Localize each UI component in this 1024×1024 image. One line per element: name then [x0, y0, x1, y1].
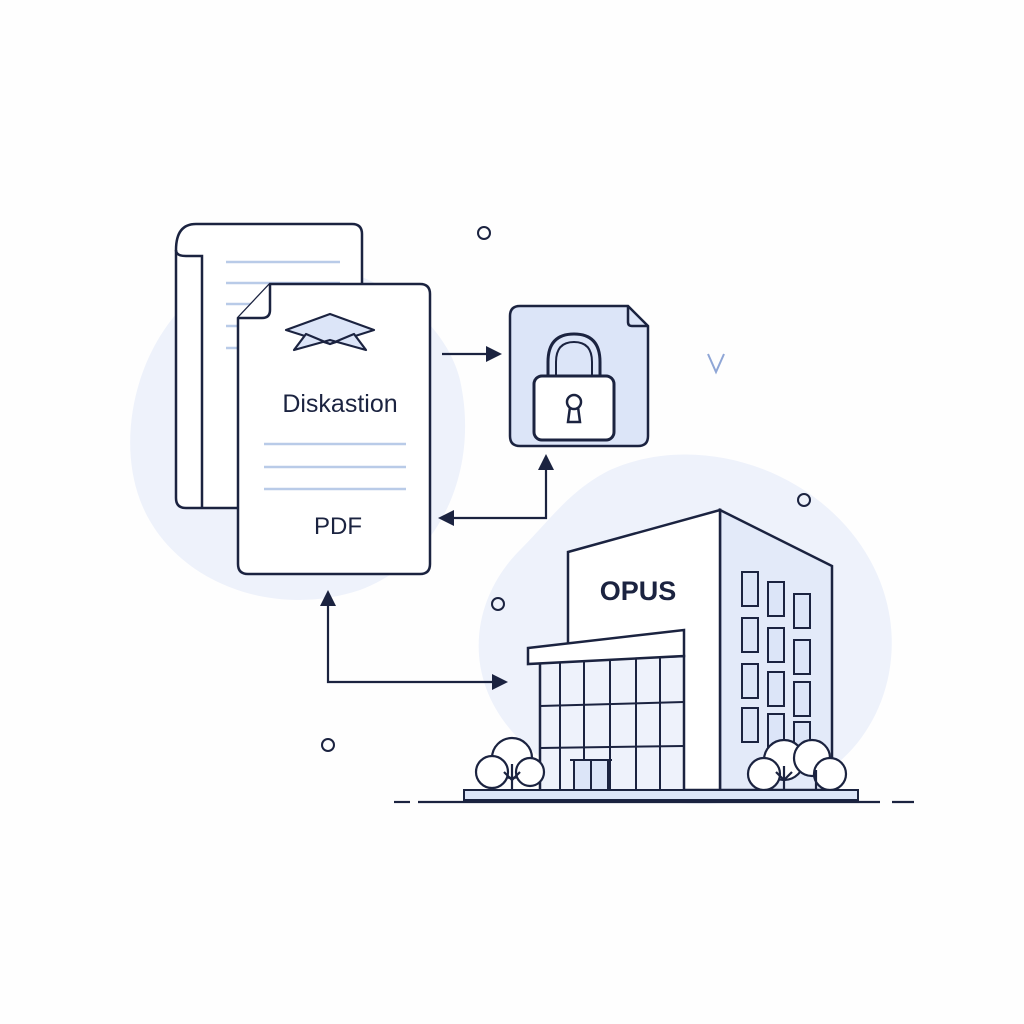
document-title: Diskastion — [282, 390, 397, 418]
dot — [321, 738, 335, 752]
dot — [797, 493, 811, 507]
arrowhead-right-icon — [492, 674, 508, 690]
front-document: Diskastion PDF — [236, 282, 432, 576]
arrowhead-left-icon — [438, 510, 454, 526]
secure-file-tile — [508, 304, 650, 448]
arrow-heads — [320, 346, 554, 690]
building-sign: OPUS — [600, 576, 677, 606]
front-annex — [526, 628, 686, 794]
arrowhead-right-icon — [486, 346, 502, 362]
padlock-icon — [532, 332, 616, 442]
check-mark-decoration — [707, 353, 725, 375]
office-building-icon: OPUS — [463, 507, 859, 801]
document-text-lines — [264, 442, 406, 491]
graduation-cap-icon — [284, 312, 376, 352]
arrowhead-up-icon — [538, 454, 554, 470]
entrance-door — [570, 759, 612, 793]
arrow-lock-to-doc — [452, 466, 548, 520]
dot — [491, 597, 505, 611]
connector-arrows — [326, 352, 548, 684]
tree-icon — [746, 738, 848, 796]
document-type-label: PDF — [314, 513, 362, 540]
tower-windows — [741, 571, 811, 751]
decorative-dots — [321, 226, 811, 752]
arrow-doc-to-building — [326, 604, 494, 684]
tree-icon — [474, 736, 546, 796]
dot — [477, 226, 491, 240]
arrowhead-up-icon — [320, 590, 336, 606]
building-base — [463, 789, 859, 801]
